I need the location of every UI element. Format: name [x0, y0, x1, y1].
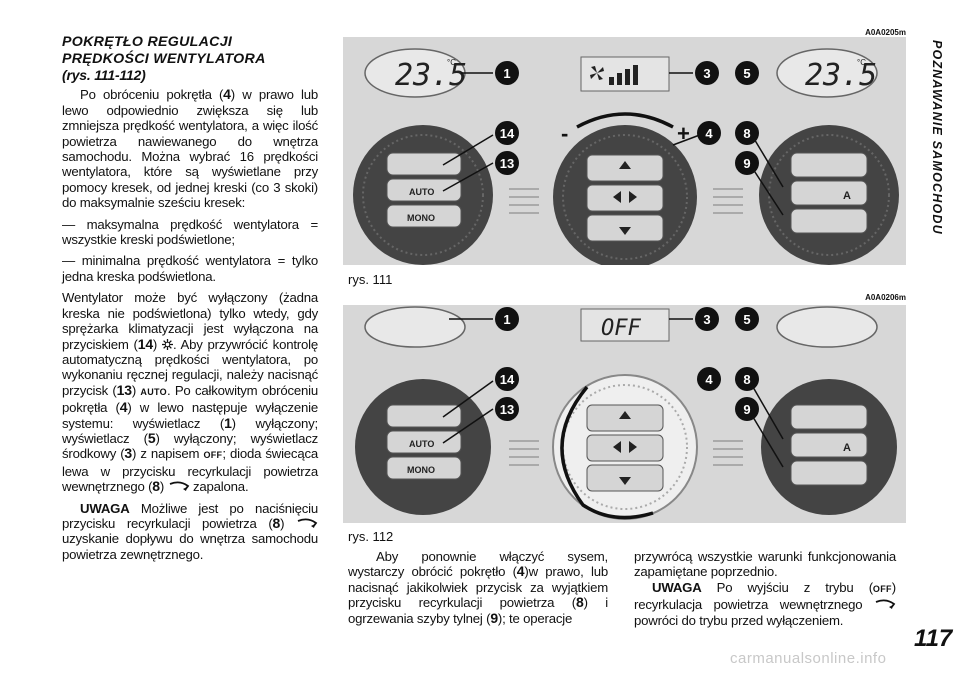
paragraph-3: UWAGA Możliwe jest po naciśnięciu przyci… — [62, 500, 318, 562]
right-column-text: przywrócą wszystkie warunki funkcjonowan… — [634, 549, 896, 628]
svg-text:9: 9 — [743, 402, 750, 417]
svg-text:1: 1 — [503, 312, 510, 327]
left-column: POKRĘTŁO REGULACJI PRĘDKOŚCI WENTYLATORA… — [62, 34, 318, 568]
svg-text:-: - — [561, 121, 568, 146]
list-item-min: — minimalna prędkość wentylatora = tylko… — [62, 253, 318, 284]
paragraph-mid: Aby ponownie włączyć sysem, wystarczy ob… — [348, 549, 609, 626]
svg-text:AUTO: AUTO — [409, 187, 434, 197]
chapter-side-label: POZNAWANIE SAMOCHODU — [930, 40, 944, 235]
fan-icon — [590, 66, 604, 80]
svg-text:14: 14 — [500, 126, 515, 141]
section-title: POKRĘTŁO REGULACJI PRĘDKOŚCI WENTYLATORA — [62, 34, 266, 67]
list-item-max: — maksymalna prędkość wentylatora = wszy… — [62, 216, 318, 248]
climate-panel-illustration-1: 23.5 °C 23.5 °C AUTO MONO — [353, 48, 899, 269]
svg-text:°C: °C — [447, 58, 456, 67]
svg-text:13: 13 — [500, 402, 514, 417]
figure-code-2: A0A0206m — [865, 293, 906, 302]
paragraph-1: Po obróceniu pokrętła (4) w prawo lub le… — [62, 86, 318, 211]
left-temp-display: 23.5 — [395, 58, 467, 93]
svg-text:3: 3 — [703, 66, 710, 81]
recirculation-icon — [297, 518, 318, 528]
svg-text:13: 13 — [500, 156, 514, 171]
svg-text:MONO: MONO — [407, 213, 435, 223]
watermark: carmanualsonline.info — [730, 650, 887, 667]
svg-text:8: 8 — [743, 372, 750, 387]
right-temp-display: 23.5 — [805, 58, 877, 93]
svg-text:AUTO: AUTO — [409, 439, 434, 449]
figure-caption-111: rys. 111 — [348, 272, 393, 287]
svg-text:5: 5 — [743, 66, 750, 81]
fan-star-icon — [161, 338, 173, 350]
svg-text:4: 4 — [705, 126, 713, 141]
svg-text:4: 4 — [705, 372, 713, 387]
svg-text:A: A — [843, 442, 851, 454]
figure-111: 23.5 °C 23.5 °C AUTO MONO — [343, 37, 906, 269]
recirculation-icon — [169, 481, 189, 492]
paragraph-right-2: UWAGA Po wyjściu z trybu (OFF) recyrkula… — [634, 579, 896, 628]
page-number: 117 — [914, 625, 953, 652]
climate-panel-illustration-2: OFF AUTO MONO A 1 3 — [355, 306, 897, 520]
svg-text:MONO: MONO — [407, 465, 435, 475]
svg-text:A: A — [843, 190, 851, 202]
paragraph-2: Wentylator może być wyłączony (żadna kre… — [62, 290, 318, 495]
figure-caption-112: rys. 112 — [348, 529, 394, 544]
svg-text:1: 1 — [503, 66, 510, 81]
middle-column-text: Aby ponownie włączyć sysem, wystarczy ob… — [348, 549, 608, 626]
fan-speed-bars — [609, 65, 638, 85]
svg-text:8: 8 — [743, 126, 750, 141]
svg-text:14: 14 — [500, 372, 515, 387]
recirculation-icon — [875, 599, 896, 610]
center-off-display: OFF — [601, 316, 641, 341]
figure-112: OFF AUTO MONO A 1 3 — [343, 305, 906, 523]
paragraph-right-1: przywrócą wszystkie warunki funkcjonowan… — [634, 549, 896, 580]
svg-text:9: 9 — [743, 156, 750, 171]
svg-text:5: 5 — [743, 312, 750, 327]
figure-code-1: A0A0205m — [865, 28, 906, 37]
section-ref: (rys. 111-112) — [62, 67, 146, 83]
svg-text:3: 3 — [703, 312, 710, 327]
svg-text:°C: °C — [857, 58, 866, 67]
